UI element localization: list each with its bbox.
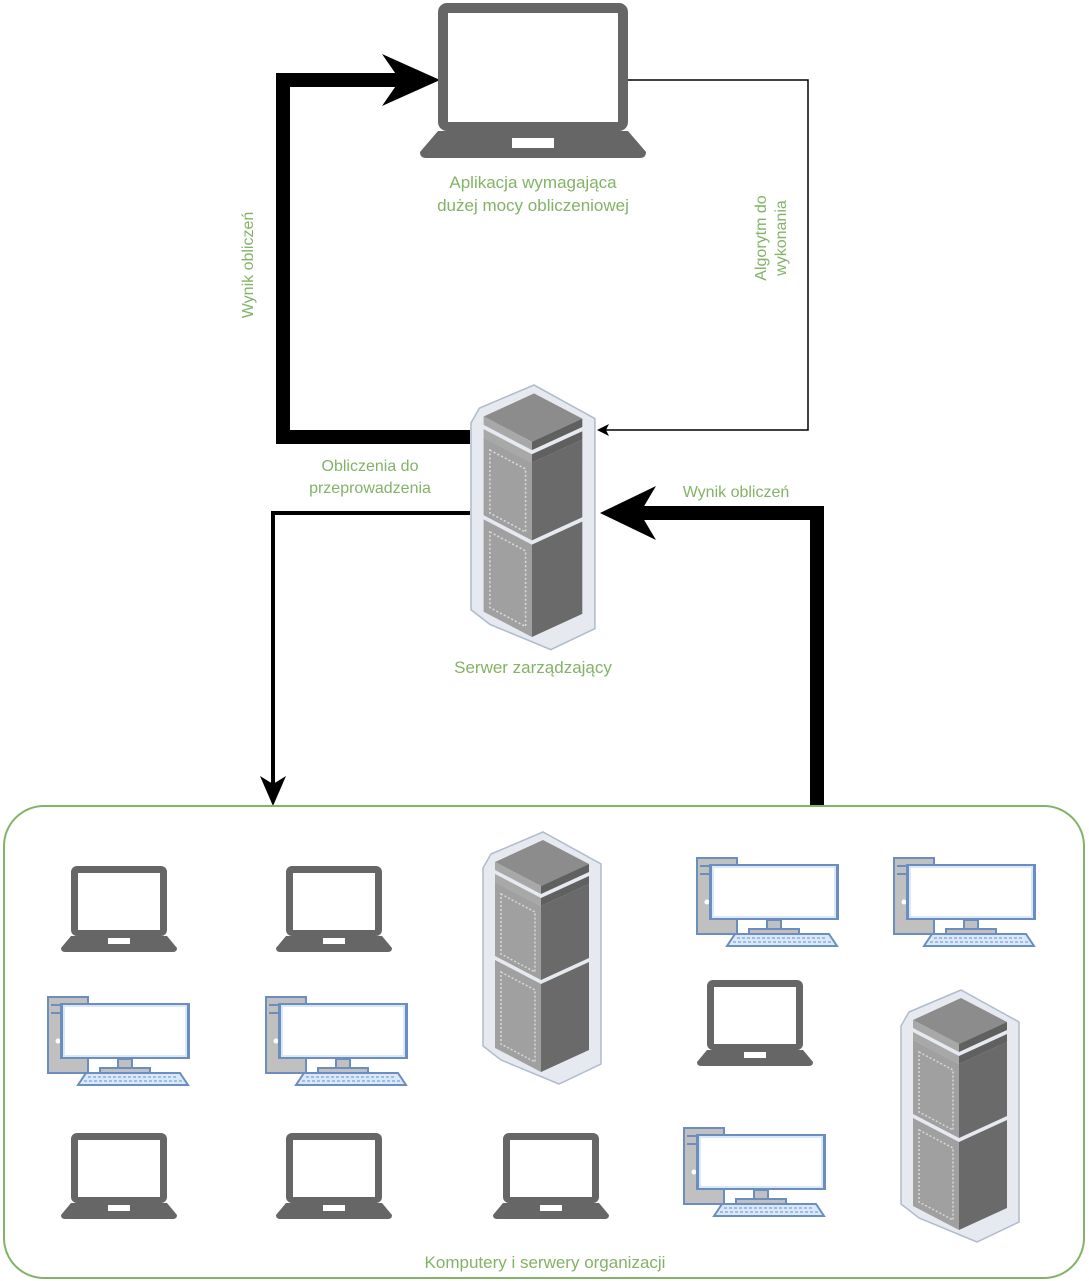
edge-algorithm-to-server — [597, 79, 809, 436]
laptop-icon — [276, 1133, 392, 1219]
edge-algorithm-label-line1: Algorytm do — [753, 195, 770, 280]
laptop-icon — [61, 866, 177, 952]
desktop-computer-icon — [47, 996, 191, 1086]
edge-result-to-server-label: Wynik obliczeń — [683, 484, 790, 501]
laptop-icon — [276, 866, 392, 952]
organization-group-label: Komputery i serwery organizacji — [425, 1253, 666, 1272]
server-rack-icon — [900, 989, 1020, 1243]
edge-computations-to-org — [260, 511, 470, 806]
edge-result-to-app-label: Wynik obliczeń — [240, 212, 257, 319]
laptop-icon — [697, 980, 813, 1066]
client-app-label-line2: dużej mocy obliczeniowej — [437, 196, 629, 215]
management-server-label: Serwer zarządzający — [454, 658, 612, 677]
edge-computations-label-line1: Obliczenia do — [322, 458, 419, 475]
desktop-computer-icon — [683, 1127, 827, 1217]
laptop-icon — [493, 1133, 609, 1219]
edge-result-to-app — [276, 54, 470, 444]
client-app-label-line1: Aplikacja wymagająca — [449, 173, 617, 192]
desktop-computer-icon — [265, 996, 409, 1086]
desktop-computer-icon — [893, 857, 1037, 947]
client-app-laptop-icon — [420, 3, 646, 158]
laptop-icon — [61, 1133, 177, 1219]
management-server-icon — [470, 384, 596, 651]
edge-algorithm-label-line2: wykonania — [773, 200, 790, 277]
desktop-computer-icon — [696, 857, 840, 947]
edge-computations-label-line2: przeprowadzenia — [309, 480, 431, 497]
edge-result-to-server — [600, 486, 824, 806]
organization-group-container — [3, 805, 1085, 1279]
server-rack-icon — [482, 831, 602, 1085]
